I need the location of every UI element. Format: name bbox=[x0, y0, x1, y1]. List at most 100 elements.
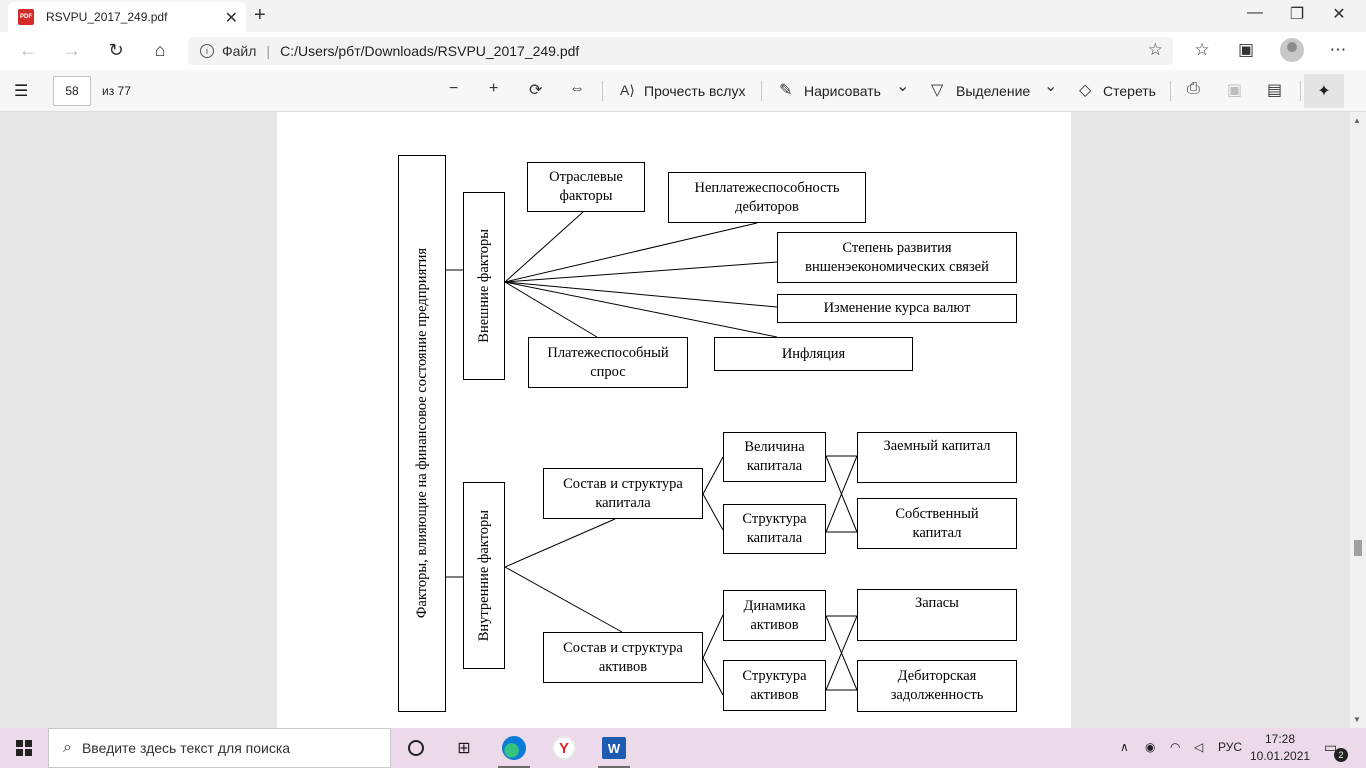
tray-network-icon[interactable]: ◠ bbox=[1170, 740, 1181, 754]
clock-time: 17:28 bbox=[1264, 732, 1296, 746]
asset-dyn-line-1: Динамика bbox=[743, 597, 806, 614]
back-icon[interactable]: ← bbox=[19, 40, 37, 60]
new-tab-icon[interactable]: + bbox=[254, 4, 266, 26]
internal-factors-label: Внутренние факторы bbox=[475, 509, 492, 642]
rotate-icon[interactable]: ⟳ bbox=[529, 82, 543, 99]
home-icon[interactable]: ⌂ bbox=[154, 40, 166, 60]
favorites-icon[interactable]: ☆ bbox=[1194, 40, 1210, 59]
asset-struct-line-2: активов bbox=[750, 686, 799, 703]
start-button[interactable] bbox=[0, 728, 48, 768]
url-separator: | bbox=[266, 43, 271, 59]
pdf-page: Факторы, влияющие на финансовое состояни… bbox=[277, 112, 1071, 728]
language-indicator[interactable]: РУС bbox=[1218, 740, 1243, 754]
windows-logo-icon bbox=[16, 740, 32, 756]
highlight-icon[interactable]: ▽ bbox=[931, 82, 944, 99]
url-field[interactable]: i Файл | C:/Users/рбт/Downloads/RSVPU_20… bbox=[188, 37, 1173, 65]
connector-asset-struct bbox=[702, 657, 724, 696]
info-icon[interactable]: i bbox=[200, 44, 214, 58]
debtors-line-1: Неплатежеспособность bbox=[694, 179, 840, 196]
tray-volume-icon[interactable]: ◁ bbox=[1194, 740, 1204, 754]
pdf-viewer[interactable]: Факторы, влияющие на финансовое состояни… bbox=[0, 112, 1366, 728]
cap-size-line-2: капитала bbox=[746, 458, 803, 474]
scroll-thumb[interactable] bbox=[1354, 540, 1362, 556]
highlight-chevron-down-icon[interactable]: ⌄ bbox=[1044, 78, 1058, 95]
vertical-scrollbar[interactable]: ▲ ▼ bbox=[1350, 112, 1366, 728]
connector-debtors bbox=[504, 222, 758, 283]
toolbar-divider bbox=[761, 81, 762, 101]
close-tab-icon[interactable]: ✕ bbox=[224, 10, 238, 27]
notifications-icon[interactable]: ▭ bbox=[1324, 739, 1338, 755]
close-window-icon[interactable]: ✕ bbox=[1332, 6, 1346, 23]
fit-page-icon[interactable]: ⇔ bbox=[569, 80, 585, 97]
pin-toolbar-icon[interactable]: ✦ bbox=[1304, 74, 1344, 108]
connector-industry bbox=[504, 211, 584, 283]
clock-date: 10.01.2021 bbox=[1250, 749, 1311, 763]
favorite-star-icon[interactable]: ☆ bbox=[1147, 40, 1163, 59]
assets-line-2: активов bbox=[598, 658, 648, 675]
connector-inflation bbox=[504, 281, 778, 338]
cap-struct-line-1: Структура bbox=[742, 511, 807, 527]
task-view-button[interactable]: ⊞ bbox=[440, 728, 488, 768]
zoom-out-icon[interactable]: − bbox=[449, 80, 459, 97]
receivables-line-1: Дебиторская bbox=[897, 668, 977, 684]
print-icon[interactable]: ⎙ bbox=[1187, 80, 1200, 97]
tab-title: RSVPU_2017_249.pdf bbox=[46, 10, 168, 24]
capital-line-2: капитала bbox=[595, 494, 651, 511]
url-text[interactable]: C:/Users/рбт/Downloads/RSVPU_2017_249.pd… bbox=[280, 43, 580, 59]
connector-cap-size bbox=[702, 456, 724, 495]
diagram-connectors bbox=[445, 211, 858, 696]
yandex-browser-icon: Y bbox=[552, 736, 576, 760]
notification-count-badge: 2 bbox=[1334, 748, 1348, 762]
search-icon: ⌕ bbox=[63, 739, 72, 756]
tray-meet-icon[interactable]: ◉ bbox=[1145, 740, 1156, 754]
connector-foreign bbox=[504, 261, 778, 283]
page-total-label: из 77 bbox=[102, 84, 131, 98]
page-number-input[interactable]: 58 bbox=[53, 76, 91, 106]
taskbar-app-yandex[interactable]: Y bbox=[540, 728, 588, 768]
cap-size-line-1: Величина bbox=[744, 439, 805, 455]
stocks-box: Запасы bbox=[857, 589, 1017, 641]
industry-factors-box: Отраслевые факторы bbox=[527, 162, 645, 212]
erase-button[interactable]: Стереть bbox=[1103, 83, 1156, 99]
tray-clock[interactable]: 17:28 10.01.2021 bbox=[1250, 731, 1310, 765]
minimize-icon[interactable]: — bbox=[1247, 4, 1263, 21]
restore-icon[interactable]: ❐ bbox=[1289, 6, 1305, 23]
assets-composition-box: Состав и структура активов bbox=[543, 632, 703, 683]
industry-line-1: Отраслевые bbox=[549, 169, 623, 185]
connector-assets bbox=[504, 566, 623, 633]
taskbar-app-edge[interactable] bbox=[490, 728, 538, 768]
industry-line-2: факторы bbox=[559, 188, 613, 204]
more-menu-icon[interactable]: ⋯ bbox=[1329, 40, 1347, 59]
highlight-button[interactable]: Выделение bbox=[956, 83, 1031, 99]
contents-icon[interactable]: ☰ bbox=[14, 83, 29, 100]
scroll-up-icon[interactable]: ▲ bbox=[1353, 116, 1361, 125]
pdf-file-icon: PDF bbox=[18, 9, 34, 25]
taskbar-app-word[interactable]: W bbox=[590, 728, 638, 768]
forward-icon[interactable]: → bbox=[63, 40, 81, 60]
address-bar: ← → ↻ ⌂ i Файл | C:/Users/рбт/Downloads/… bbox=[0, 32, 1366, 70]
cortana-button[interactable] bbox=[392, 728, 440, 768]
read-aloud-button[interactable]: Прочесть вслух bbox=[644, 83, 746, 99]
browser-tab[interactable]: PDF RSVPU_2017_249.pdf ✕ bbox=[8, 2, 246, 32]
draw-button[interactable]: Нарисовать bbox=[804, 83, 881, 99]
eraser-icon[interactable]: ◇ bbox=[1079, 82, 1092, 99]
refresh-icon[interactable]: ↻ bbox=[108, 40, 124, 60]
tray-chevron-up-icon[interactable]: ∧ bbox=[1120, 740, 1129, 754]
save-as-icon[interactable]: ▤ bbox=[1267, 82, 1283, 99]
zoom-in-icon[interactable]: + bbox=[489, 80, 499, 97]
draw-chevron-down-icon[interactable]: ⌄ bbox=[896, 78, 910, 95]
profile-avatar[interactable] bbox=[1280, 38, 1304, 62]
collections-icon[interactable]: ▣ bbox=[1237, 40, 1255, 59]
draw-icon[interactable]: ✎ bbox=[779, 82, 793, 99]
save-icon[interactable]: ▣ bbox=[1227, 82, 1243, 99]
taskbar-search-input[interactable]: ⌕ Введите здесь текст для поиска bbox=[48, 728, 391, 768]
read-aloud-icon[interactable]: A⟩ bbox=[620, 82, 635, 98]
scroll-down-icon[interactable]: ▼ bbox=[1353, 715, 1361, 724]
assets-line-1: Состав и структура bbox=[563, 639, 683, 656]
